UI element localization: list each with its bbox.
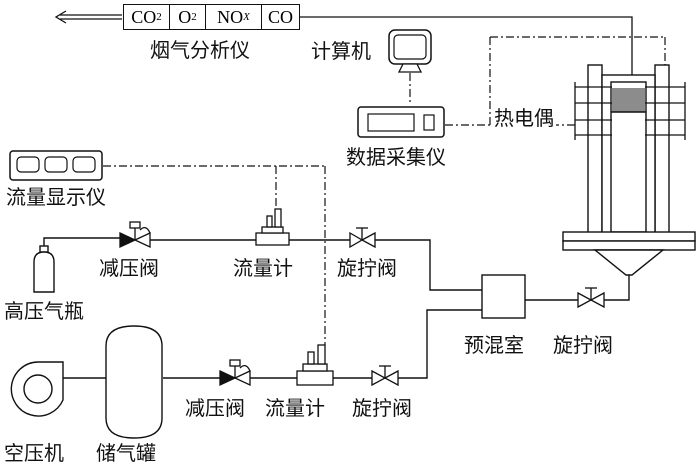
pressure-reducer-top-icon <box>119 221 151 249</box>
gas-co2-text: CO <box>131 6 157 27</box>
pressure-reducer-bottom-icon <box>219 359 251 387</box>
gas-cylinder-icon <box>33 245 55 293</box>
needle-valve-bottom-icon <box>371 365 399 387</box>
flowmeter-top-icon <box>255 208 290 246</box>
gas-o2-sub: 2 <box>191 11 197 23</box>
exhaust-arrow <box>54 10 122 24</box>
tank-label: 储气罐 <box>96 441 156 465</box>
premix-label: 预混室 <box>464 333 524 357</box>
gas-co-cell: CO <box>261 4 300 30</box>
reducer-top-label: 减压阀 <box>99 256 159 280</box>
needle-valve-top-icon <box>349 227 376 249</box>
air-compressor-icon <box>10 361 64 417</box>
computer-label: 计算机 <box>311 39 371 63</box>
daq-icon <box>357 106 445 138</box>
reducer-bottom-label: 减压阀 <box>185 396 245 420</box>
gas-nox-sub: X <box>243 11 250 23</box>
flowmeter-top-label: 流量计 <box>233 256 293 280</box>
storage-tank-icon <box>63 325 163 439</box>
needle-valve-right-icon <box>577 287 605 309</box>
cylinder-label: 高压气瓶 <box>4 299 84 323</box>
thermocouple-wires <box>574 82 686 140</box>
computer-icon <box>388 29 432 73</box>
gas-co2-sub: 2 <box>156 11 162 23</box>
gas-o2-text: O <box>178 6 192 27</box>
needle-right-label: 旋拧阀 <box>553 333 613 357</box>
gas-nox-text: NO <box>217 6 244 27</box>
flowmeter-bottom-icon <box>296 344 334 386</box>
gas-pipes <box>43 237 630 379</box>
thermocouple-label: 热电偶 <box>492 106 556 130</box>
analyzer-label: 烟气分析仪 <box>150 38 250 62</box>
needle-top-label: 旋拧阀 <box>337 256 397 280</box>
flow-display-icon <box>9 150 103 181</box>
gas-co-text: CO <box>267 6 293 27</box>
flow-display-label: 流量显示仪 <box>6 185 106 209</box>
premix-chamber-icon <box>481 274 526 319</box>
sampling-line <box>300 16 633 85</box>
daq-label: 数据采集仪 <box>346 145 446 169</box>
flowmeter-bottom-label: 流量计 <box>265 396 325 420</box>
compressor-label: 空压机 <box>4 441 64 465</box>
needle-bottom-label: 旋拧阀 <box>352 396 412 420</box>
furnace-icon <box>562 64 696 276</box>
signal-lines <box>103 36 666 345</box>
